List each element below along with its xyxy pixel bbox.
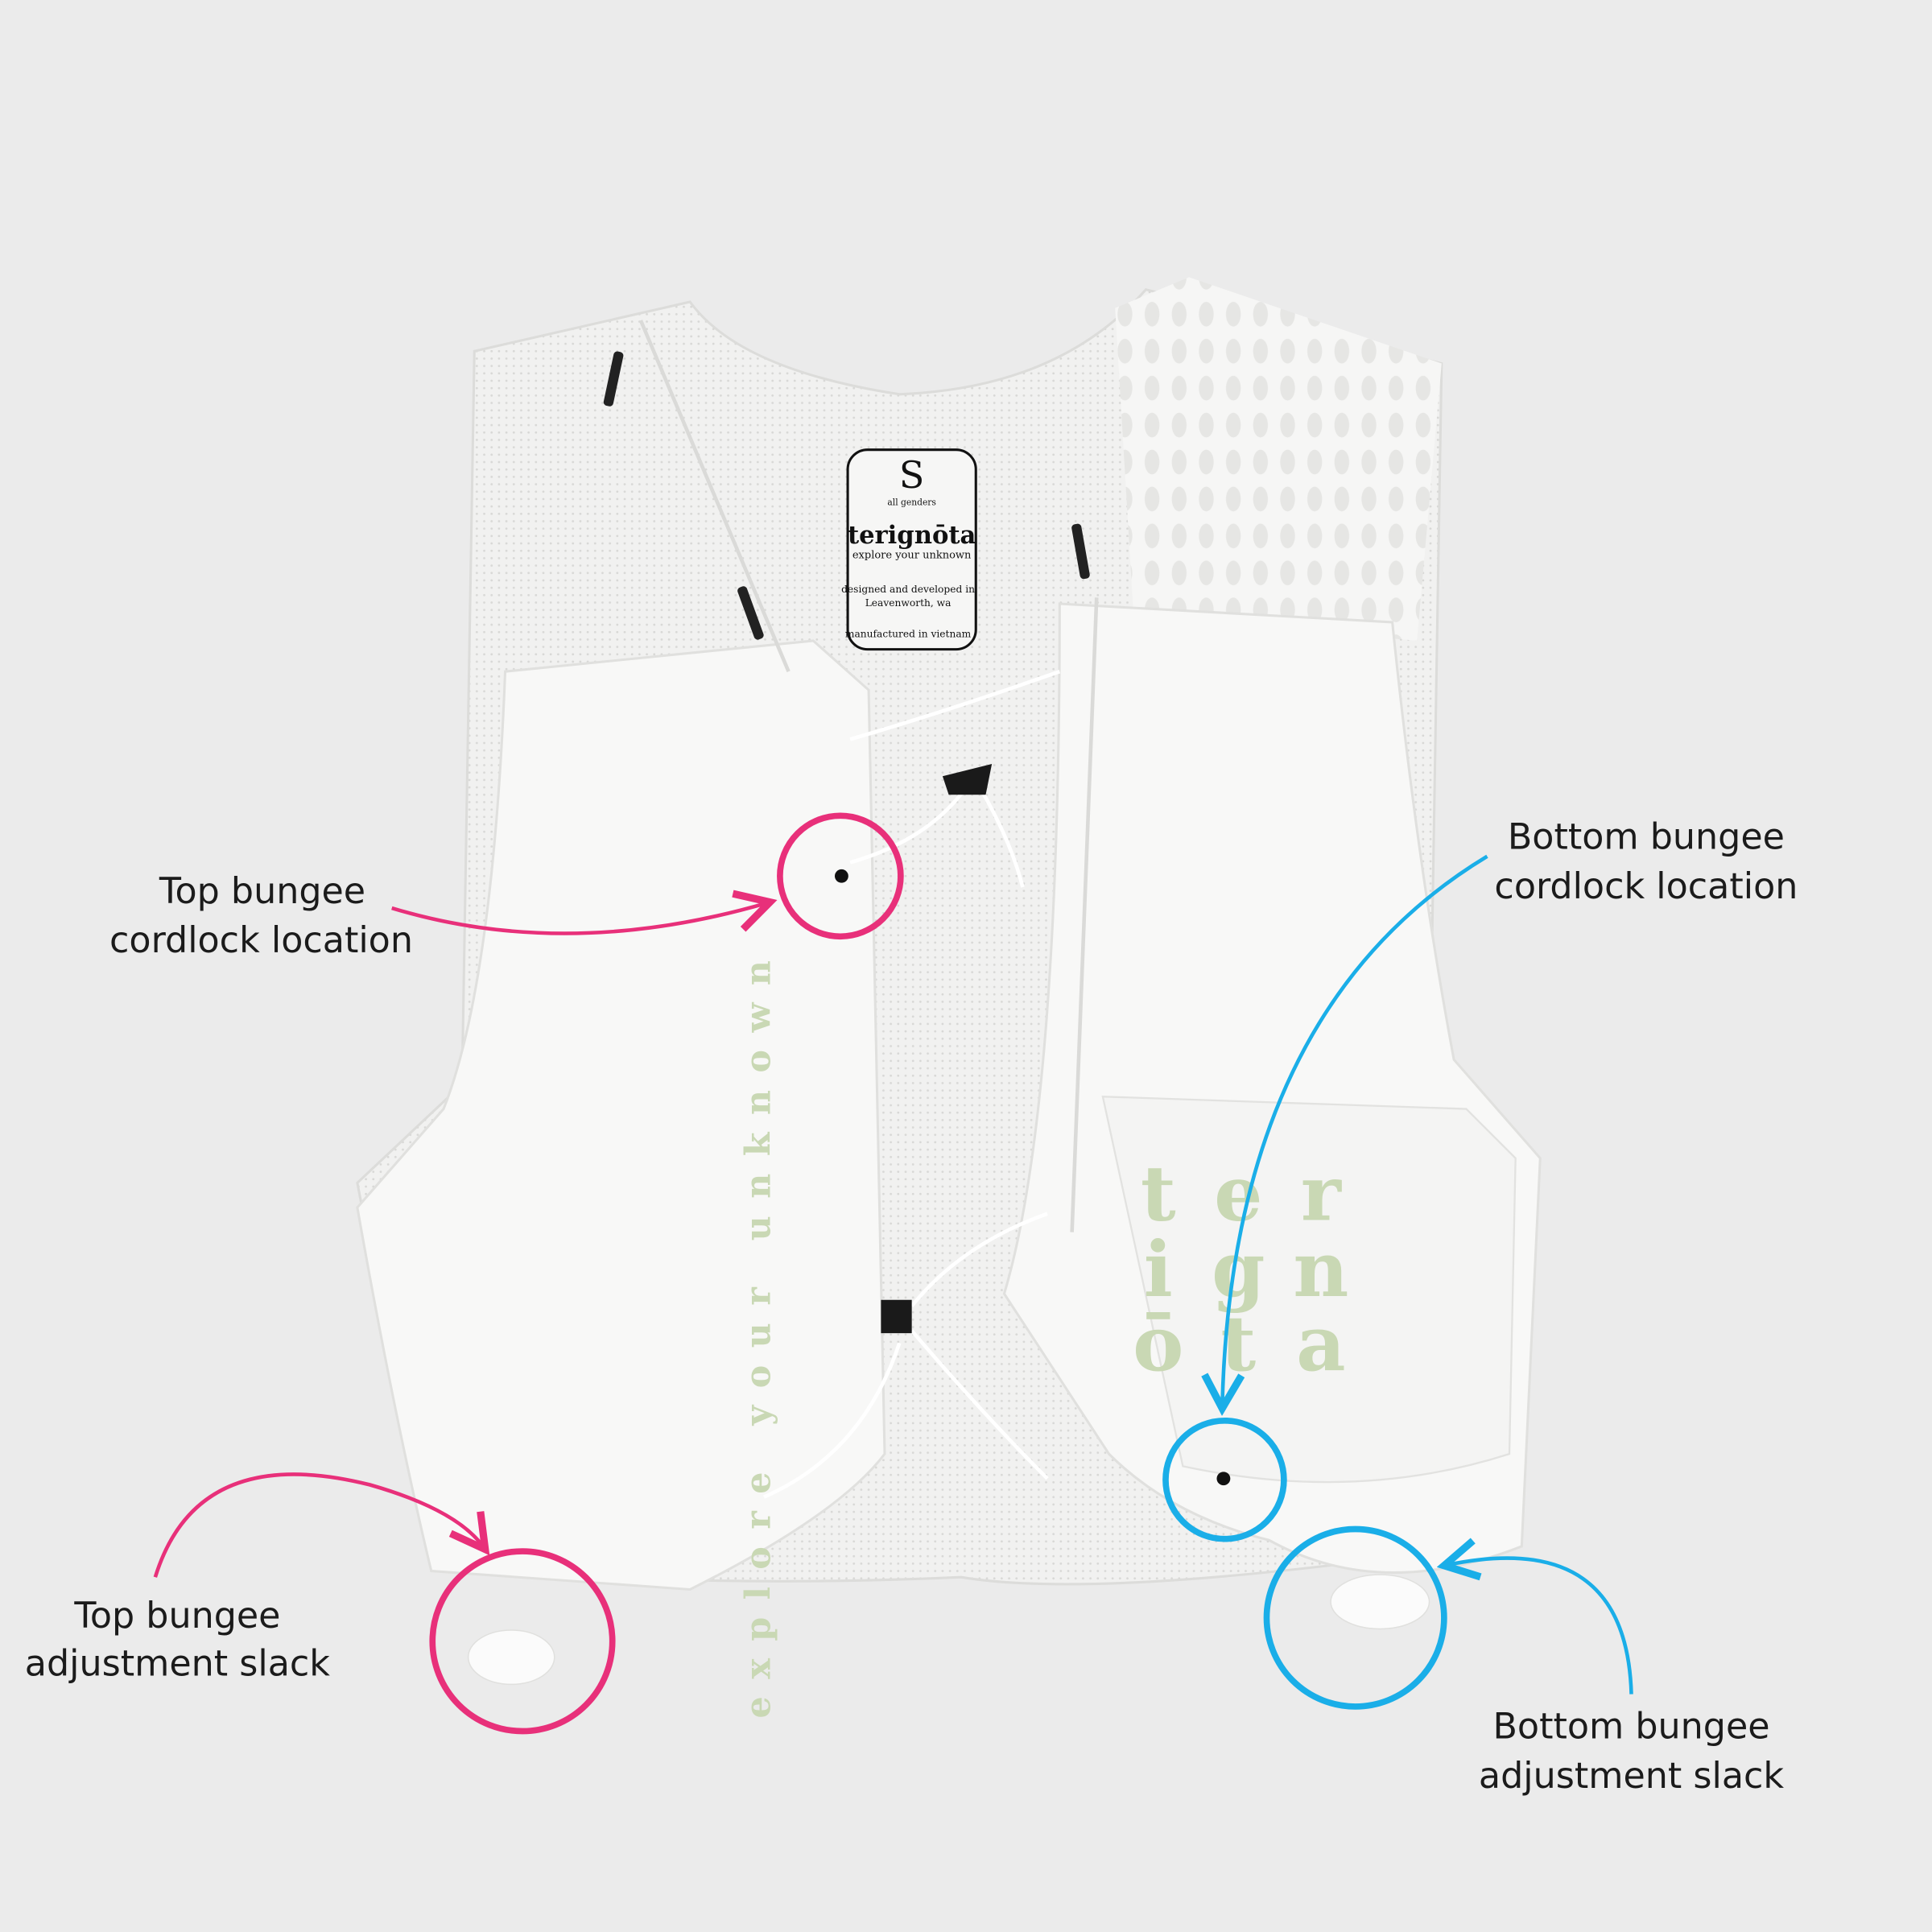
- top-cordlock-annotation: Top bungee cordlock location: [109, 812, 904, 961]
- tag-manufactured: manufactured in vietnam: [845, 628, 972, 639]
- cordlock-icon: [942, 763, 993, 795]
- slack-loop: [1330, 1574, 1430, 1630]
- logo-letter: i: [1144, 1225, 1173, 1315]
- tag-brand: terignōta: [848, 521, 976, 550]
- zipper-pull-icon: [603, 351, 624, 407]
- annotation-label: cordlock location: [1494, 866, 1798, 907]
- left-zipper: [638, 320, 791, 673]
- annotation-label: adjustment slack: [25, 1644, 331, 1685]
- highlight-circle: [1263, 1525, 1447, 1710]
- cordlock-icon: [881, 1299, 912, 1334]
- slack-loop: [467, 1629, 555, 1686]
- tag-size: S: [899, 453, 924, 497]
- arrow-icon: [153, 1472, 483, 1578]
- annotation-label: Bottom bungee: [1492, 1707, 1769, 1748]
- highlight-circle: [429, 1548, 616, 1735]
- tag-tagline: explore your unknown: [852, 549, 972, 561]
- tag-designed-line1: designed and developed in: [841, 584, 975, 595]
- right-shoulder-mesh: [1115, 277, 1442, 641]
- arrow-icon: [1222, 854, 1488, 1405]
- brand-tag: S all genders terignōta explore your unk…: [841, 448, 977, 651]
- highlight-circle: [1162, 1417, 1287, 1542]
- logo-letter: a: [1296, 1299, 1345, 1389]
- bottom-slack-annotation: Bottom bungee adjustment slack: [1263, 1525, 1785, 1797]
- arrow-icon: [391, 903, 766, 935]
- zipper-pull-icon: [1071, 523, 1090, 580]
- highlight-circle: [777, 812, 904, 940]
- annotation-label: Bottom bungee: [1508, 817, 1785, 858]
- vertical-tagline-print: explore your unknown: [739, 943, 779, 1719]
- annotation-label: Top bungee: [159, 871, 365, 912]
- cordlock-dot: [834, 869, 848, 883]
- logo-letter: t: [1141, 1149, 1176, 1238]
- logo-letter: r: [1301, 1149, 1342, 1238]
- logo-print: t e r i g n ō t a: [1133, 1149, 1348, 1389]
- tag-designed-line2: Leavenworth, wa: [865, 597, 952, 609]
- bottom-cordlock-annotation: Bottom bungee cordlock location: [1162, 817, 1798, 1542]
- logo-letter: e: [1214, 1149, 1262, 1238]
- annotation-label: adjustment slack: [1479, 1756, 1785, 1797]
- annotation-label: Top bungee: [73, 1596, 280, 1637]
- arrow-icon: [1447, 1558, 1633, 1695]
- logo-letter: ō: [1133, 1299, 1183, 1389]
- bottom-bungee-cord: [763, 1212, 1049, 1499]
- top-slack-annotation: Top bungee adjustment slack: [25, 1472, 616, 1735]
- zipper-pull-icon: [737, 586, 764, 640]
- cordlock-dot: [1216, 1472, 1231, 1486]
- annotation-label: cordlock location: [109, 920, 413, 961]
- right-zipper: [1070, 597, 1099, 1232]
- logo-letter: n: [1293, 1225, 1348, 1315]
- tag-fit: all genders: [887, 497, 936, 508]
